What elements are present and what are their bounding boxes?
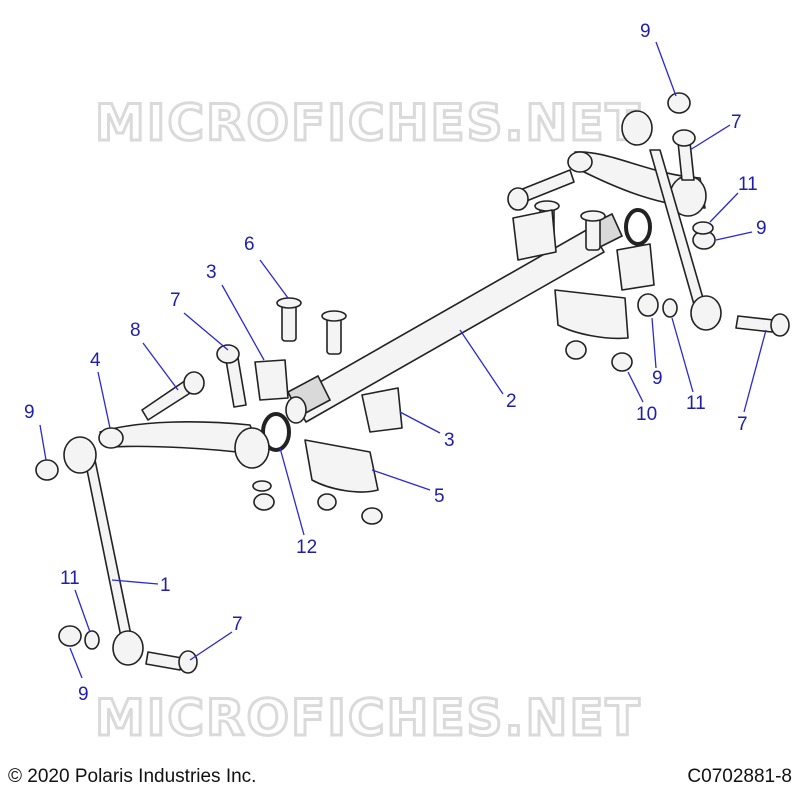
pin-left-b bbox=[321, 310, 347, 355]
nut-9-left-top bbox=[35, 459, 59, 481]
callout-9: 9 bbox=[640, 21, 651, 42]
callout-5: 5 bbox=[434, 486, 445, 507]
nut-10-e bbox=[361, 507, 383, 525]
nut-10-c bbox=[253, 493, 275, 511]
callout-2: 2 bbox=[506, 391, 517, 412]
bushing-left-a bbox=[254, 359, 289, 401]
callout-10: 10 bbox=[636, 404, 657, 425]
callout-7: 7 bbox=[170, 290, 181, 311]
bushing-left-b bbox=[361, 387, 403, 433]
stabilizer-bar bbox=[285, 212, 624, 424]
bushing-right-b bbox=[616, 243, 655, 291]
bolt-right-upper bbox=[672, 129, 696, 181]
bolt-left-lower bbox=[145, 650, 198, 674]
callout-11: 11 bbox=[686, 393, 706, 414]
copyright-notice: © 2020 Polaris Industries Inc. bbox=[8, 766, 257, 787]
watermark-top: MICROFICHES.NET bbox=[95, 94, 642, 152]
nut-10-b bbox=[611, 352, 633, 372]
callout-9: 9 bbox=[652, 368, 663, 389]
clamp-left bbox=[304, 439, 379, 493]
callout-11: 11 bbox=[60, 568, 80, 589]
bolt-right-lower bbox=[735, 313, 790, 337]
callout-7: 7 bbox=[737, 414, 748, 435]
figure-id: C0702881-8 bbox=[687, 766, 792, 787]
clamp-right bbox=[554, 289, 629, 340]
washer-11-left bbox=[84, 630, 100, 650]
callout-9: 9 bbox=[24, 402, 35, 423]
callout-3: 3 bbox=[444, 430, 455, 451]
left-arm bbox=[98, 421, 270, 469]
callout-4: 4 bbox=[90, 350, 101, 371]
callout-1: 1 bbox=[160, 575, 171, 596]
nut-10-a bbox=[565, 340, 587, 360]
left-link bbox=[63, 436, 144, 666]
washer-11-right-top bbox=[692, 221, 714, 235]
right-link bbox=[621, 110, 722, 331]
pin-right-b bbox=[580, 210, 606, 251]
bolt-8-right bbox=[507, 169, 575, 211]
nut-9-right-top bbox=[667, 92, 691, 114]
bolt-8-left bbox=[141, 371, 205, 421]
callout-9: 9 bbox=[78, 684, 89, 705]
bolt-left-vertical bbox=[216, 344, 247, 408]
leader-lines bbox=[39, 41, 767, 679]
callout-11: 11 bbox=[738, 174, 758, 195]
callout-3: 3 bbox=[206, 262, 217, 283]
callout-7: 7 bbox=[731, 112, 742, 133]
bushing-right-a bbox=[512, 209, 557, 261]
o-ring-right bbox=[624, 208, 652, 246]
washer-left-small bbox=[252, 480, 272, 492]
nut-9-left-bottom bbox=[58, 625, 82, 647]
watermark-bottom: MICROFICHES.NET bbox=[95, 689, 642, 747]
pin-left-a bbox=[276, 297, 302, 342]
callout-8: 8 bbox=[130, 320, 141, 341]
callout-9: 9 bbox=[756, 218, 767, 239]
callout-12: 12 bbox=[296, 537, 317, 558]
washer-11-right-lower bbox=[662, 298, 678, 318]
nut-9-right-lower bbox=[637, 293, 659, 317]
nut-10-d bbox=[317, 493, 337, 511]
callout-7: 7 bbox=[232, 614, 243, 635]
callout-6: 6 bbox=[244, 234, 255, 255]
